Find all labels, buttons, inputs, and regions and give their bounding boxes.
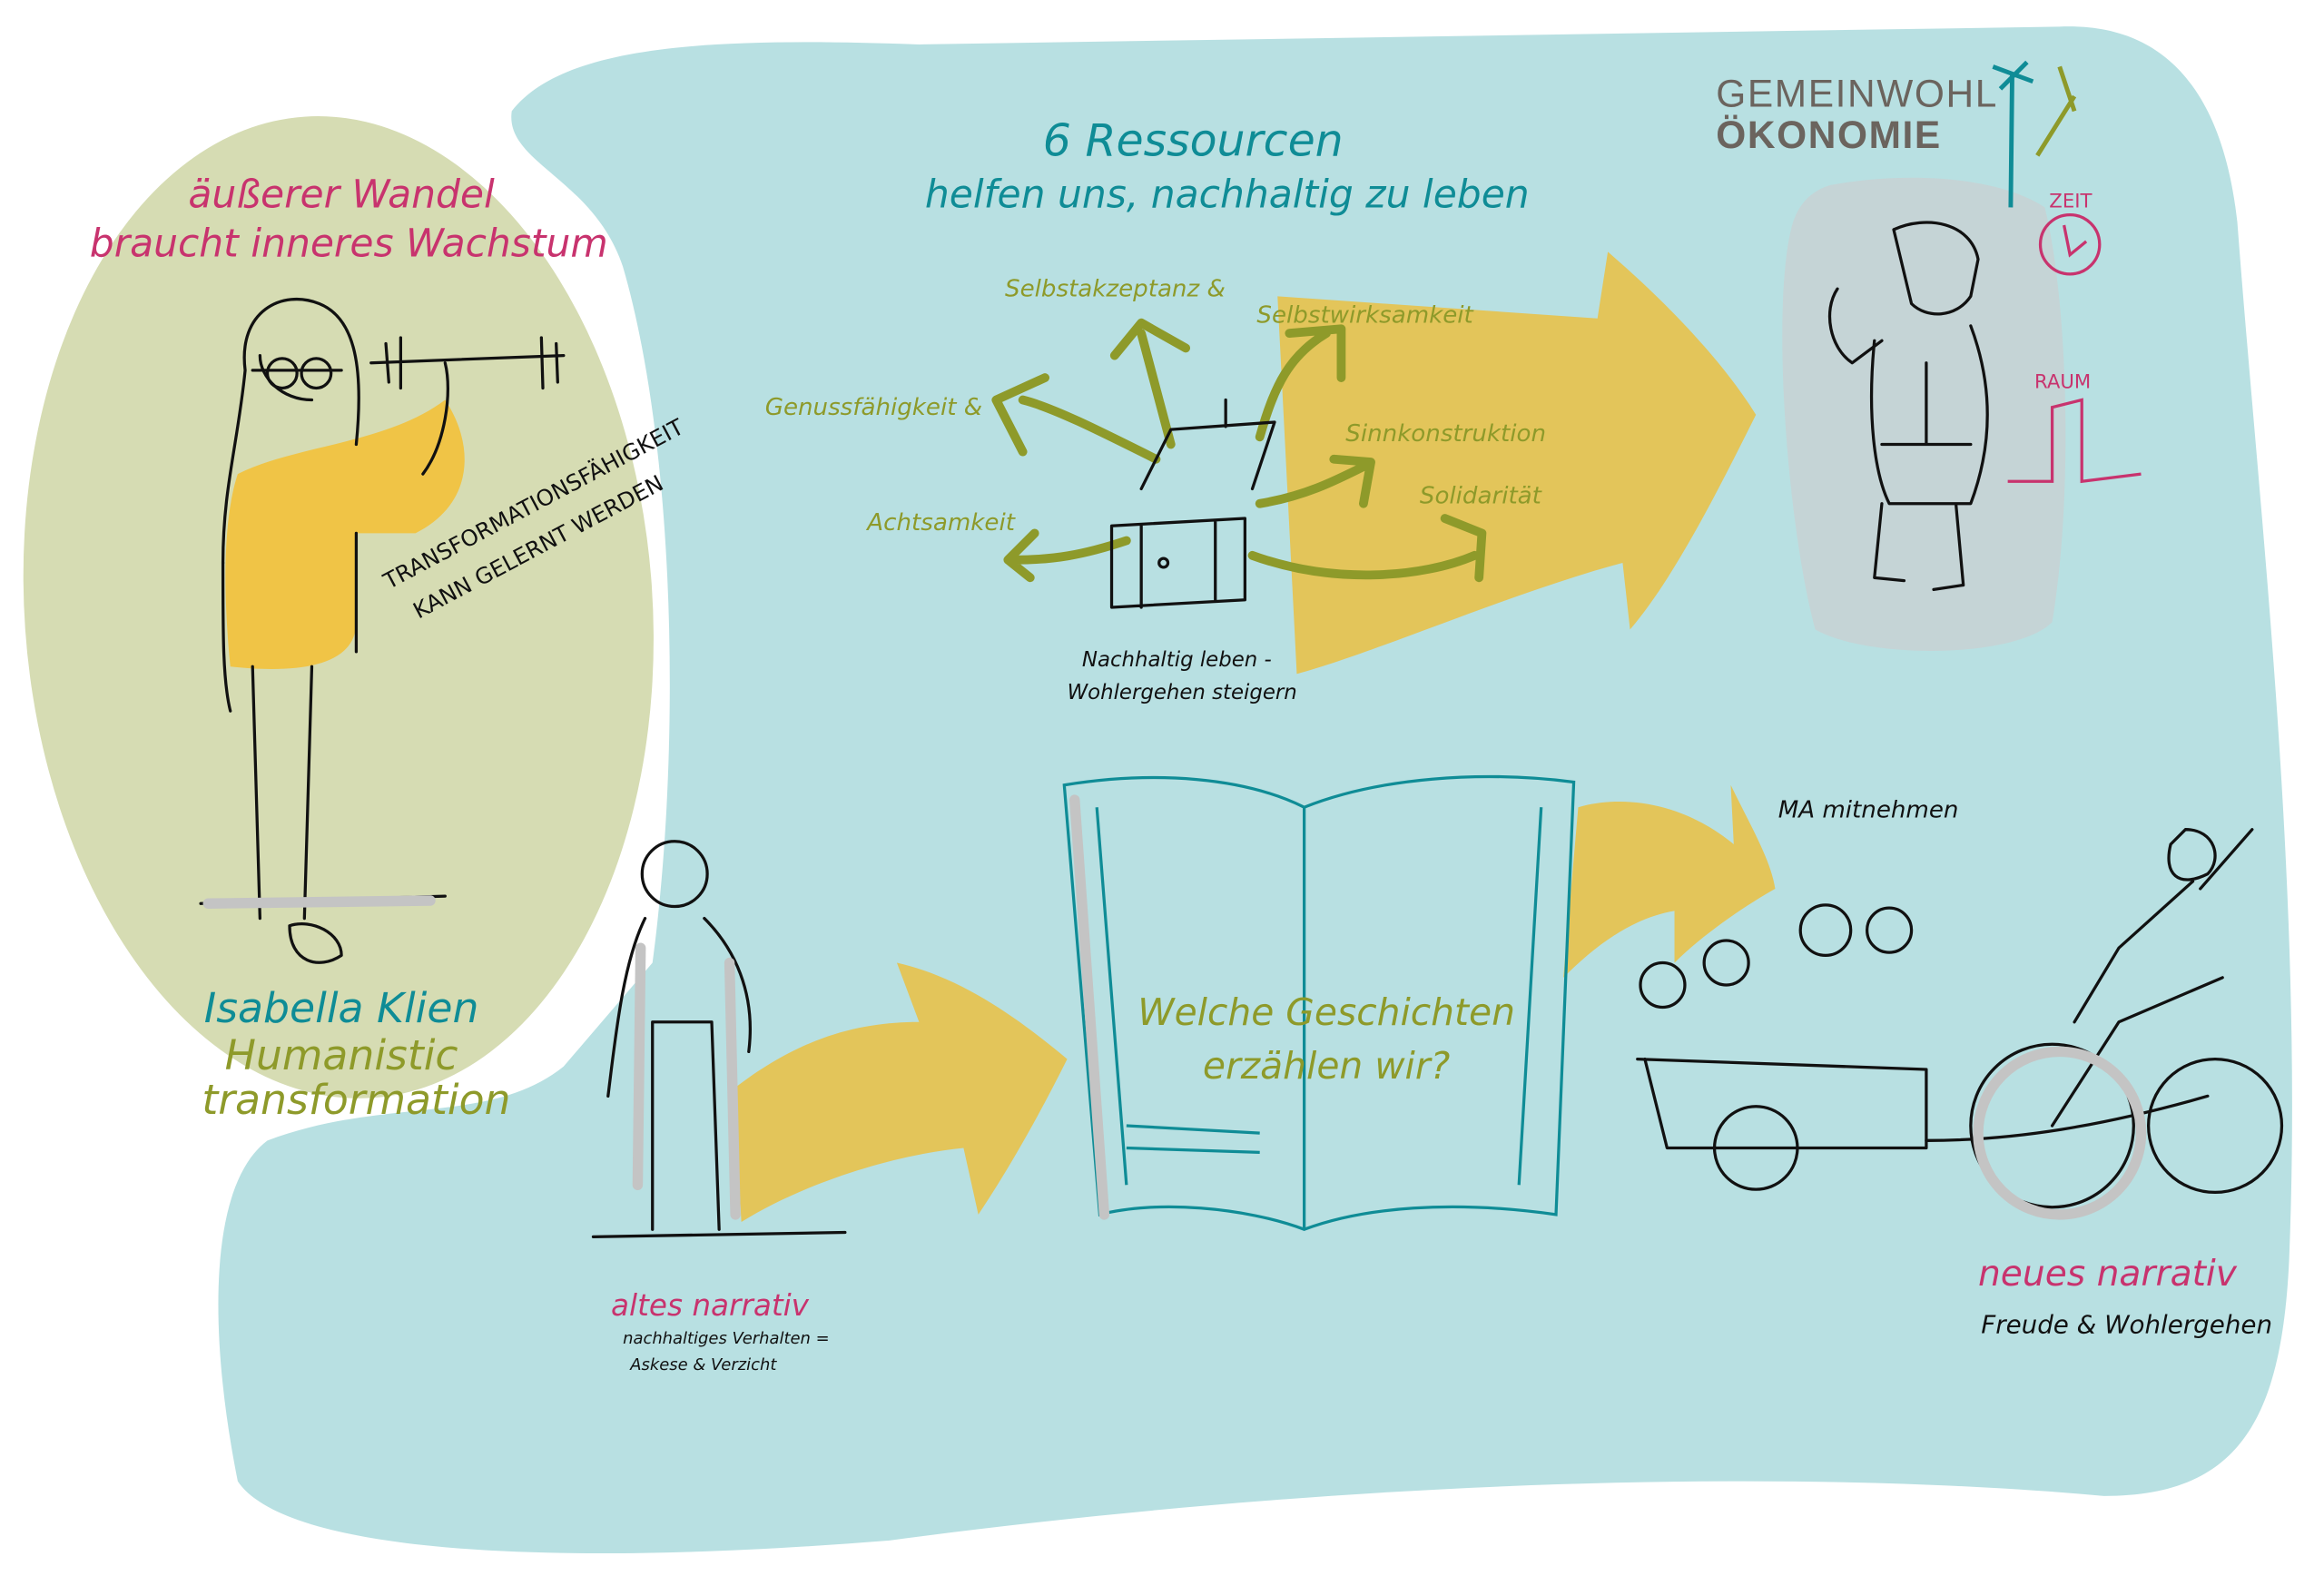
speaker-org-line2: transformation — [202, 1076, 510, 1124]
headline-line1: äußerer Wandel — [188, 172, 495, 217]
old-narrative-line1: nachhaltiges Verhalten = — [623, 1329, 830, 1348]
old-narrative-line2: Askese & Verzicht — [629, 1355, 777, 1374]
resources-caption-line2: Wohlergehen steigern — [1068, 681, 1297, 704]
resource-selbstwirksamkeit: Selbstwirksamkeit — [1256, 302, 1474, 330]
gemeinwohl-logo: GEMEINWOHL ÖKONOMIE — [1716, 60, 2077, 208]
logo-line2: ÖKONOMIE — [1716, 113, 1942, 156]
palm-icon — [1992, 60, 2034, 208]
cargo-bike-illustration — [1636, 828, 2284, 1220]
resource-genussfaehigkeit: Genussfähigkeit & — [765, 394, 982, 421]
arrow-old-to-book — [734, 962, 1068, 1223]
logo-line1: GEMEINWOHL — [1716, 72, 1998, 114]
new-narrative-title: neues narrativ — [1978, 1254, 2238, 1295]
resources-caption-line1: Nachhaltig leben - — [1082, 648, 1272, 672]
resource-achtsamkeit: Achtsamkeit — [865, 509, 1016, 537]
resources-title-line1: 6 Ressourcen — [1043, 114, 1344, 166]
headline-line2: braucht inneres Wachstum — [90, 222, 608, 266]
resource-selbstakzeptanz: Selbstakzeptanz & — [1005, 275, 1226, 302]
speaker-org-line1: Humanistic — [225, 1031, 458, 1079]
big-arrow-right — [1277, 251, 1757, 675]
resources-title-line2: helfen uns, nachhaltig zu leben — [925, 172, 1530, 217]
strongman-illustration — [1827, 221, 1989, 591]
resource-sinnkonstruktion: Sinnkonstruktion — [1345, 420, 1546, 448]
book-question-line2: erzählen wir? — [1203, 1044, 1450, 1088]
new-narrative-subtitle: Freude & Wohlergehen — [1981, 1309, 2272, 1339]
space-label: RAUM — [2034, 370, 2091, 393]
strongman-panel — [1782, 177, 2066, 651]
clock-hands — [2063, 224, 2088, 258]
team-label: MA mitnehmen — [1778, 797, 1959, 824]
resource-arrows — [991, 318, 1487, 583]
speaker-name: Isabella Klien — [204, 984, 479, 1032]
arrow-book-to-team — [1563, 784, 1776, 978]
book-question-line1: Welche Geschichten — [1137, 990, 1515, 1034]
treasure-chest-illustration — [1109, 398, 1276, 609]
resource-solidaritaet: Solidarität — [1420, 483, 1543, 510]
old-narrative-person-illustration — [591, 840, 847, 1238]
door-icon — [2007, 398, 2142, 484]
pencil-icon — [2035, 65, 2077, 157]
woman-lifting-dumbbell-illustration — [199, 298, 566, 964]
clock-icon — [2038, 212, 2102, 276]
old-narrative-title: altes narrativ — [611, 1288, 810, 1323]
open-book-illustration — [1062, 774, 1576, 1231]
time-label: ZEIT — [2049, 190, 2093, 212]
